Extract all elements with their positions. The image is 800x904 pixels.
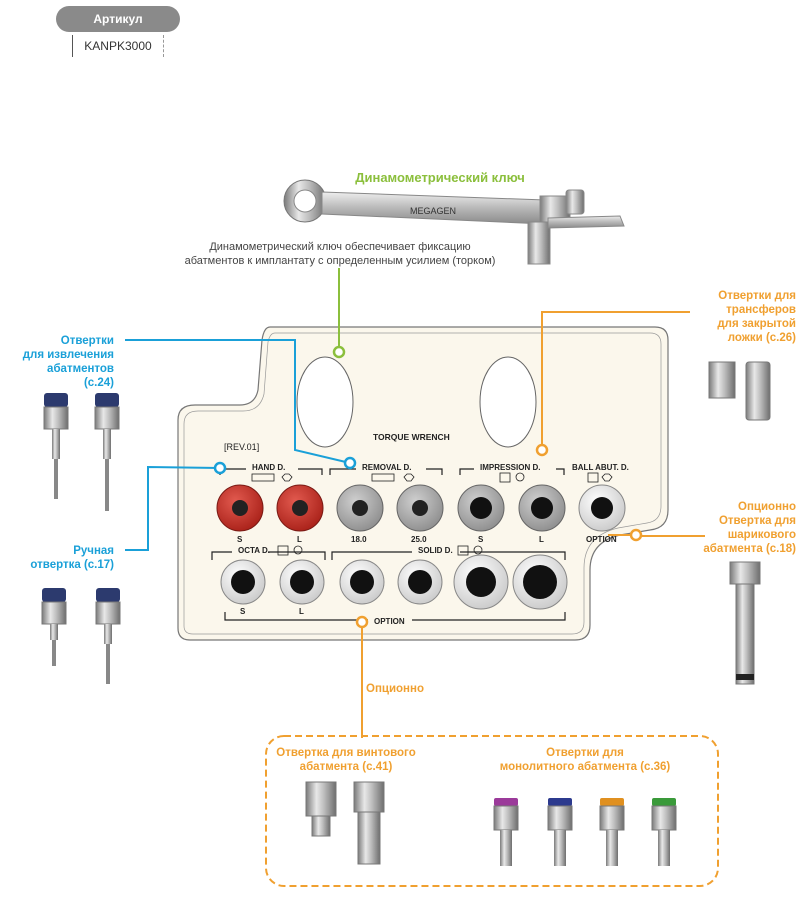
slot-hand-l xyxy=(276,484,324,532)
slot-label-octa-l: L xyxy=(299,607,304,616)
callout-dot-wrench xyxy=(332,345,346,359)
removal-driver-short-image xyxy=(43,393,69,499)
group-hand-label: HAND D. xyxy=(252,463,285,472)
slot-label-ball-option: OPTION xyxy=(586,535,617,544)
group-removal-label: REMOVAL D. xyxy=(362,463,411,472)
wrench-description: Динамометрический ключ обеспечивает фикс… xyxy=(180,240,500,268)
slot-octa-s xyxy=(220,559,266,605)
solid-drivers-label: Отвертки для монолитного абатмента (с.36… xyxy=(480,746,690,774)
ball-driver-image xyxy=(729,561,761,685)
group-octa-label: OCTA D. xyxy=(238,546,270,555)
ball-line4: абатмента (с.18) xyxy=(703,543,796,555)
wrench-cutout-left xyxy=(296,356,354,448)
screw-driver-long-image xyxy=(353,781,385,865)
callout-dot-impression xyxy=(535,443,549,457)
slot-impression-s xyxy=(457,484,505,532)
option-label: Опционно xyxy=(366,683,424,695)
hand-line2: отвертка (с.17) xyxy=(30,559,114,571)
transfer-line4: ложки (с.26) xyxy=(727,332,796,344)
slot-label-impression-l: L xyxy=(539,535,544,544)
removal-line3: абатментов (с.24) xyxy=(47,363,114,389)
hand-driver-short-image xyxy=(41,588,67,666)
article-label: Артикул xyxy=(56,6,180,32)
removal-driver-long-image xyxy=(94,393,120,511)
tray-rev: [REV.01] xyxy=(224,442,259,452)
slot-hand-s xyxy=(216,484,264,532)
wrench-cutout-right xyxy=(479,356,537,448)
torque-wrench-image: MEGAGEN xyxy=(283,179,625,265)
slot-solid-1 xyxy=(339,559,385,605)
slot-solid-4 xyxy=(512,554,568,610)
screw-line1: Отвертка для винтового xyxy=(276,747,416,759)
wrench-brand-text: MEGAGEN xyxy=(410,206,456,216)
removal-drivers-label: Отвертки для извлечения абатментов (с.24… xyxy=(14,334,114,390)
wrench-description-line1: Динамометрический ключ обеспечивает фикс… xyxy=(209,241,471,253)
solid-driver-blue-image xyxy=(547,798,573,866)
transfer-drivers-label: Отвертки для трансферов для закрытой лож… xyxy=(696,289,796,345)
group-option-bottom-label: OPTION xyxy=(374,617,405,626)
callout-dot-hand xyxy=(213,461,227,475)
ball-driver-label: Опционно Отвертка для шарикового абатмен… xyxy=(690,500,796,556)
slot-impression-l xyxy=(518,484,566,532)
transfer-driver-short-image xyxy=(708,361,736,399)
hand-line1: Ручная xyxy=(73,545,114,557)
solid-driver-orange-image xyxy=(599,798,625,866)
solid-line2: монолитного абатмента (с.36) xyxy=(499,761,671,773)
removal-line1: Отвертки xyxy=(60,335,114,347)
ball-line1: Опционно xyxy=(738,501,796,513)
slot-solid-2 xyxy=(397,559,443,605)
removal-line2: для извлечения xyxy=(22,349,114,361)
slot-label-removal-18: 18.0 xyxy=(351,535,367,544)
wrench-description-line2: абатментов к имплантату с определенным у… xyxy=(184,255,496,267)
ball-line2: Отвертка для xyxy=(718,515,796,527)
group-impression-label: IMPRESSION D. xyxy=(480,463,540,472)
transfer-line2: трансферов xyxy=(726,304,796,316)
slot-label-hand-l: L xyxy=(297,535,302,544)
transfer-line1: Отвертки для xyxy=(718,290,796,302)
solid-driver-purple-image xyxy=(493,798,519,866)
callout-dot-ball xyxy=(629,528,643,542)
wrench-title: Динамометрический ключ xyxy=(355,170,525,185)
ball-line3: шарикового xyxy=(727,529,796,541)
screw-driver-short-image xyxy=(305,781,337,837)
screw-line2: абатмента (с.41) xyxy=(299,761,393,773)
slot-ball-option xyxy=(578,484,626,532)
group-solid-label: SOLID D. xyxy=(418,546,453,555)
slot-octa-l xyxy=(279,559,325,605)
option-box xyxy=(265,735,719,887)
solid-line1: Отвертки для xyxy=(546,747,624,759)
solid-driver-green-image xyxy=(651,798,677,866)
screw-driver-label: Отвертка для винтового абатмента (с.41) xyxy=(276,746,416,774)
callout-dot-removal xyxy=(343,456,357,470)
callout-dot-option xyxy=(355,615,369,629)
slot-label-impression-s: S xyxy=(478,535,484,544)
sku-value: KANPK3000 xyxy=(72,35,164,57)
transfer-line3: для закрытой xyxy=(717,318,796,330)
tray-name: TORQUE WRENCH xyxy=(373,432,450,442)
transfer-driver-long-image xyxy=(745,361,771,421)
slot-label-removal-25: 25.0 xyxy=(411,535,427,544)
slot-label-octa-s: S xyxy=(240,607,246,616)
hand-driver-long-image xyxy=(95,588,121,684)
hand-driver-label: Ручная отвертка (с.17) xyxy=(14,544,114,572)
slot-removal-25 xyxy=(396,484,444,532)
slot-removal-18 xyxy=(336,484,384,532)
slot-solid-3 xyxy=(453,554,509,610)
slot-label-hand-s: S xyxy=(237,535,243,544)
group-ball-label: BALL ABUT. D. xyxy=(572,463,629,472)
